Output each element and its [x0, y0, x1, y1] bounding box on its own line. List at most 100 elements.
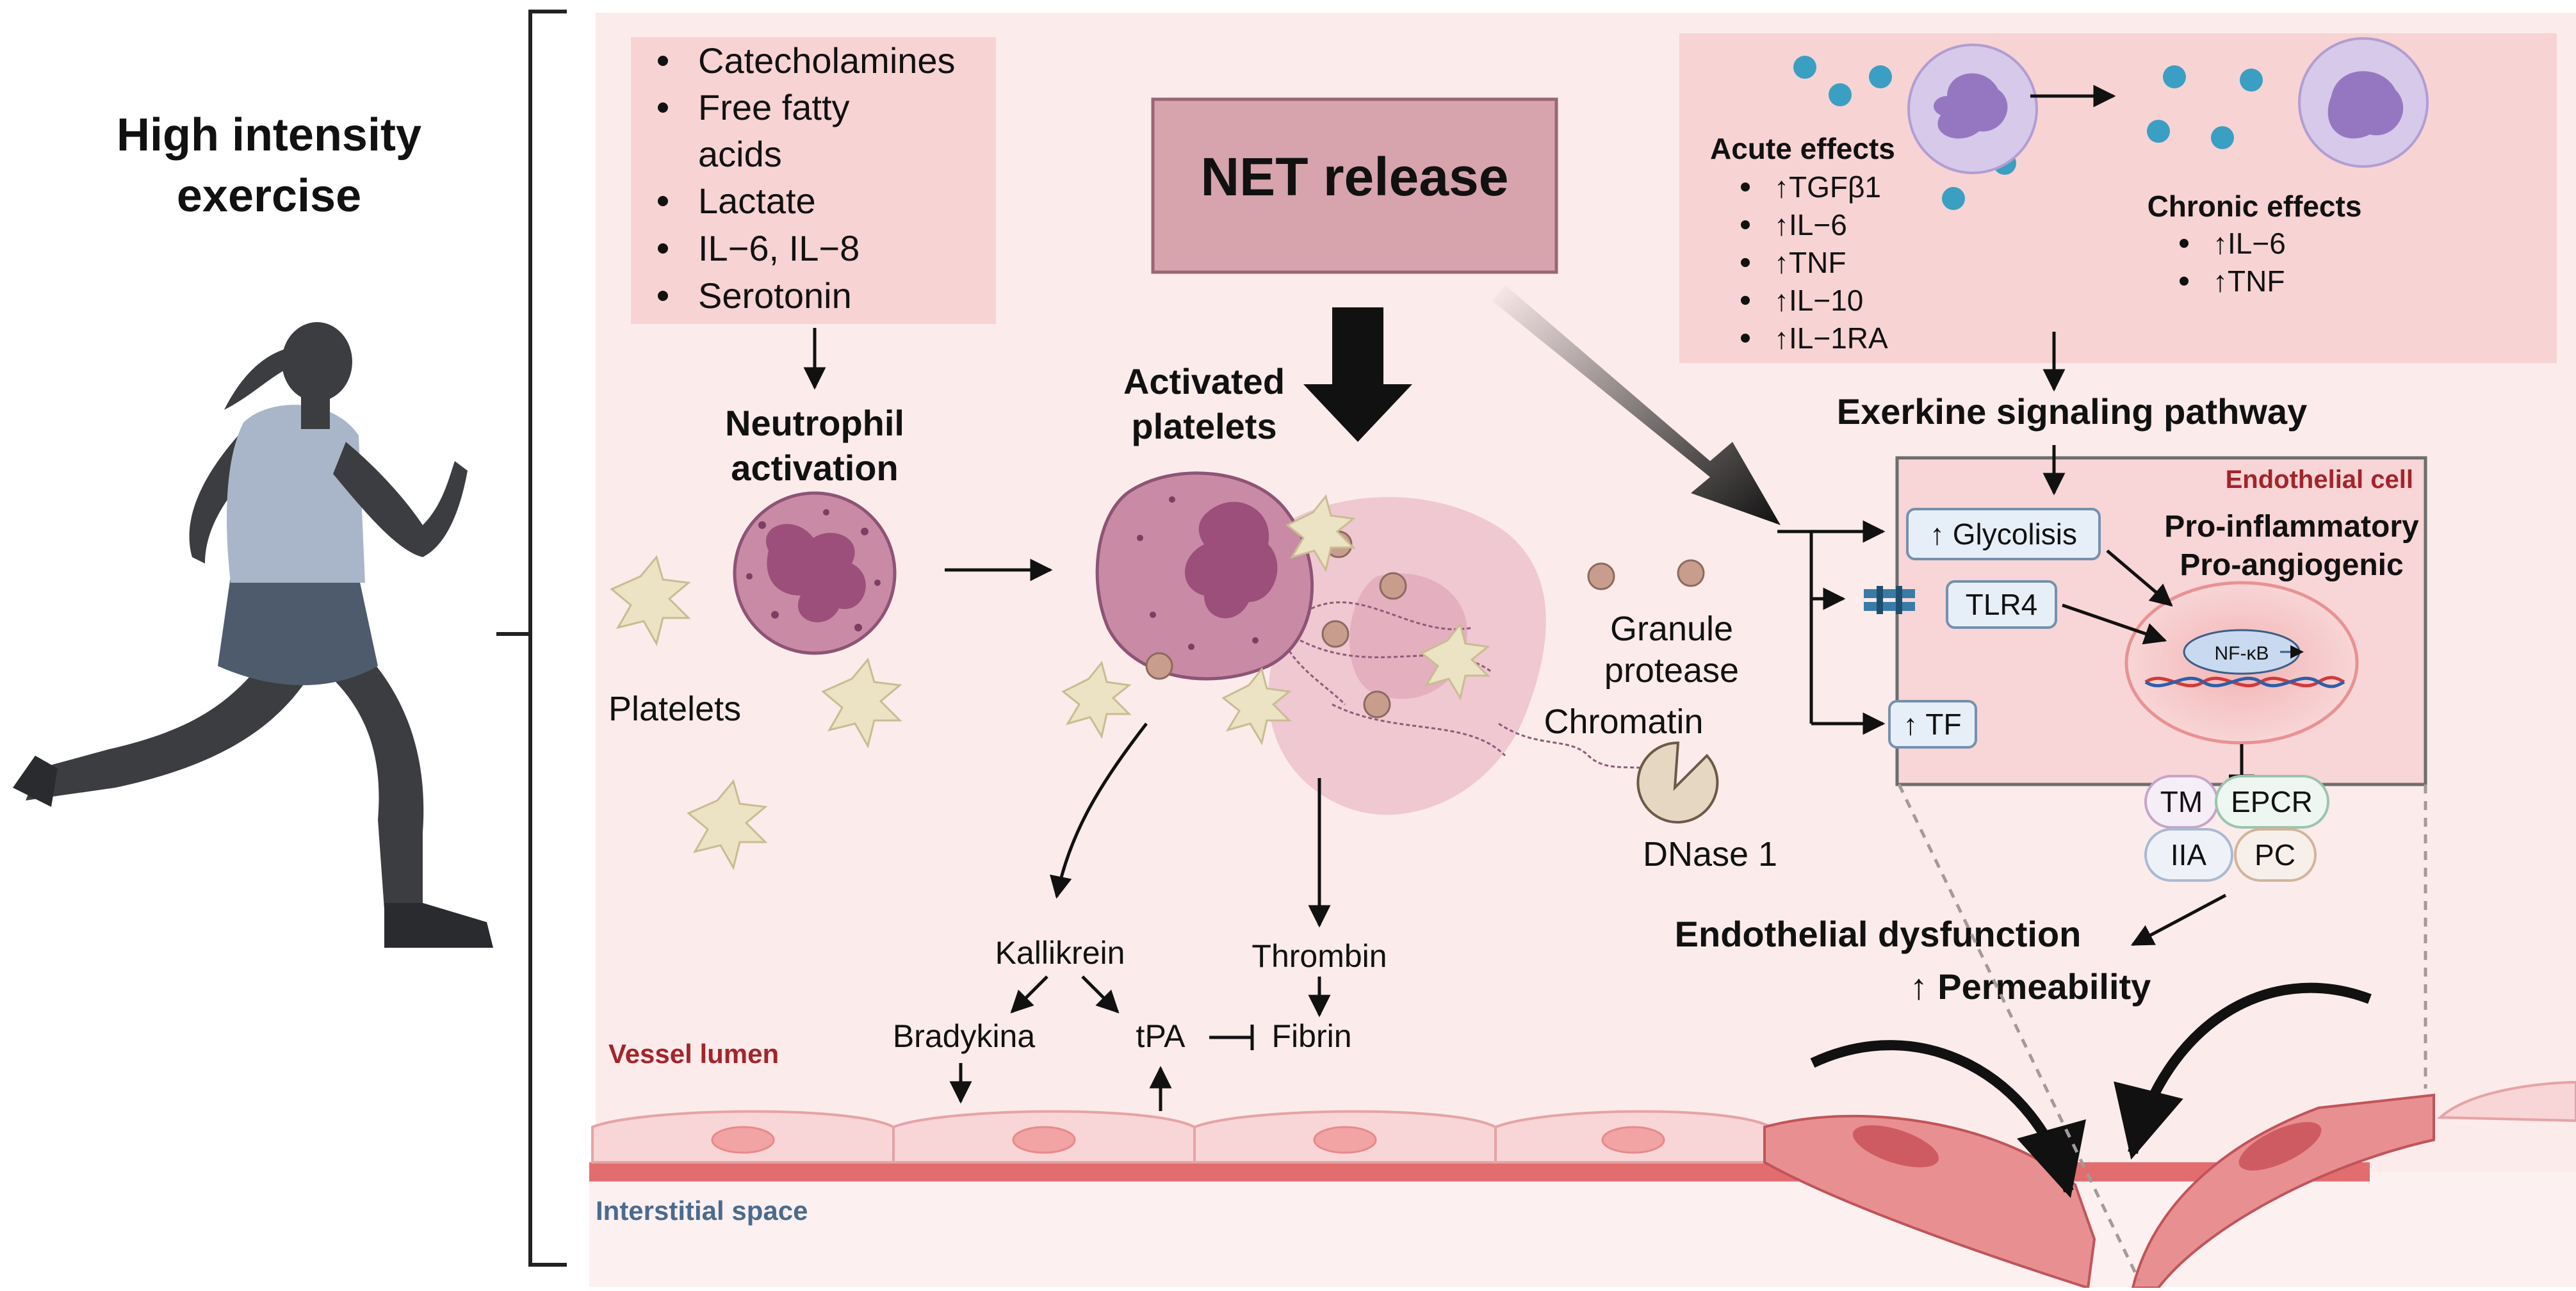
cytokine-dots	[1793, 56, 2263, 210]
permeability-arrow-left	[1810, 1040, 2086, 1198]
arrow-to-kallikrein	[1050, 722, 1148, 899]
platelet-icon	[1061, 494, 1490, 745]
dnase-icon	[1636, 741, 1719, 824]
marker-pc: PC	[2254, 838, 2295, 872]
tlr4-box	[1946, 580, 2057, 629]
marker-epcr: EPCR	[2231, 785, 2313, 818]
net-structure	[1268, 497, 1653, 815]
acute-item-tnf: ↑TNF	[1774, 246, 1846, 279]
exercise-title-line2: exercise	[177, 170, 361, 222]
acute-item-tgfb1: ↑TGFβ1	[1774, 170, 1881, 204]
chronic-effects-list: ↑IL−6 ↑TNF	[2180, 227, 2286, 298]
chromatin-label: Chromatin	[1544, 702, 1703, 741]
chronic-effects-title: Chronic effects	[2148, 190, 2362, 223]
granule-protease-line1: Granule	[1610, 610, 1733, 648]
platelets-label: Platelets	[608, 690, 741, 728]
pro-angiogenic-label: Pro-angiogenic	[2180, 548, 2403, 582]
arrow-net-to-endothelium	[1492, 285, 1781, 525]
marker-iia-pill	[2144, 828, 2233, 882]
stimuli-bullet	[658, 291, 668, 301]
stimulus-catecholamines: Catecholamines	[698, 40, 956, 81]
arrow-markers-to-dysfunction	[2130, 893, 2227, 946]
acute-effects-title: Acute effects	[1710, 132, 1895, 165]
exercise-title-line1: High intensity	[117, 110, 421, 161]
marker-iia: IIA	[2171, 838, 2207, 872]
chronic-bullet	[2180, 239, 2189, 248]
arrow-net-down	[1303, 307, 1412, 442]
glycolisis-box	[1906, 508, 2101, 560]
activated-platelet-icon	[1095, 471, 1314, 681]
stimulus-il6-il8: IL−6, IL−8	[698, 228, 860, 268]
stimuli-bullet	[658, 243, 668, 254]
tf-label: ↑ TF	[1903, 708, 1961, 741]
inhibit-tpa-fibrin	[1209, 1025, 1254, 1050]
stimulus-serotonin: Serotonin	[698, 275, 852, 316]
chronic-bullet	[2180, 277, 2189, 286]
nucleus-icon	[2124, 581, 2359, 745]
net-release-label: NET release	[1201, 147, 1509, 207]
acute-item-il10: ↑IL−10	[1774, 284, 1863, 317]
neutrophil-label-line1: Neutrophil	[725, 403, 904, 443]
interstitial-space-label: Interstitial space	[596, 1196, 808, 1226]
arrow-kallikrein-to-tpa	[1081, 975, 1120, 1014]
permeability-arrow-right	[2114, 982, 2372, 1160]
tpa-label: tPA	[1136, 1018, 1186, 1054]
dysfunctional-endothelium	[1763, 1093, 2435, 1290]
vessel-lumen-label: Vessel lumen	[608, 1039, 779, 1069]
granule-protease-line2: protease	[1604, 651, 1739, 690]
endothelial-cell-label: Endothelial cell	[2226, 466, 2413, 494]
acute-item-il6: ↑IL−6	[1774, 208, 1847, 241]
marker-tm: TM	[2160, 785, 2203, 818]
fibrin-label: Fibrin	[1271, 1018, 1351, 1054]
endothelial-nuclei	[711, 1126, 1665, 1154]
stimuli-box	[631, 37, 996, 324]
granule-icons	[1145, 530, 1705, 719]
marker-epcr-pill	[2215, 775, 2329, 829]
endothelial-dysfunction-label: Endothelial dysfunction	[1675, 914, 2082, 954]
activated-platelets-line1: Activated	[1123, 361, 1285, 402]
arrow-glycolisis-to-nucleus	[2106, 549, 2173, 607]
acute-bullet	[1741, 296, 1750, 305]
kallikrein-label: Kallikrein	[995, 935, 1125, 971]
exerkine-pathway-label: Exerkine signaling pathway	[1837, 391, 2307, 432]
permeability-label: ↑ Permeability	[1910, 966, 2151, 1007]
stimuli-bullet	[658, 56, 668, 66]
stimulus-free-fatty: Free fatty	[698, 87, 850, 127]
acute-bullet	[1741, 334, 1750, 343]
neutrophil-label-line2: activation	[731, 448, 898, 488]
tf-box	[1888, 700, 1977, 749]
glycolisis-label: ↑ Glycolisis	[1930, 517, 2077, 551]
platelet-icon	[610, 555, 902, 870]
tlr4-receptor-icon	[1864, 586, 1915, 614]
pro-inflammatory-label: Pro-inflammatory	[2164, 510, 2419, 544]
neutrophil-icon	[2298, 37, 2429, 168]
net-release-box	[1151, 97, 1558, 274]
acute-item-il1ra: ↑IL−1RA	[1774, 321, 1888, 355]
activated-platelets-line2: platelets	[1131, 406, 1276, 446]
arrow-tlr4-to-nucleus	[2062, 603, 2167, 645]
zoom-line-left	[1897, 783, 2141, 1282]
stimuli-list: Catecholamines Free fatty acids Lactate …	[658, 40, 956, 316]
chronic-item-tnf: ↑TNF	[2213, 264, 2285, 298]
bradykinin-label: Bradykina	[893, 1018, 1036, 1054]
acute-bullet	[1741, 220, 1750, 229]
marker-pc-pill	[2234, 828, 2317, 882]
stimuli-bullet	[658, 196, 668, 206]
marker-pills	[2144, 775, 2329, 882]
dnase-label: DNase 1	[1643, 835, 1777, 873]
neutrophil-icon	[733, 491, 897, 655]
acute-effects-list: ↑TGFβ1 ↑IL−6 ↑TNF ↑IL−10 ↑IL−1RA	[1741, 170, 1888, 355]
nfkb-label: NF-κB	[2215, 643, 2269, 664]
arrow-kallikrein-to-bradykinin	[1010, 975, 1048, 1014]
neutrophil-icon	[1907, 44, 2038, 174]
chronic-item-il6: ↑IL−6	[2213, 227, 2286, 260]
runner-icon	[13, 322, 493, 948]
stimuli-bullet	[658, 102, 668, 113]
stimulus-acids: acids	[698, 134, 782, 174]
bracket	[496, 10, 567, 1267]
stimulus-lactate: Lactate	[698, 181, 816, 221]
thrombin-label: Thrombin	[1251, 938, 1387, 974]
acute-bullet	[1741, 183, 1750, 191]
acute-bullet	[1741, 258, 1750, 267]
